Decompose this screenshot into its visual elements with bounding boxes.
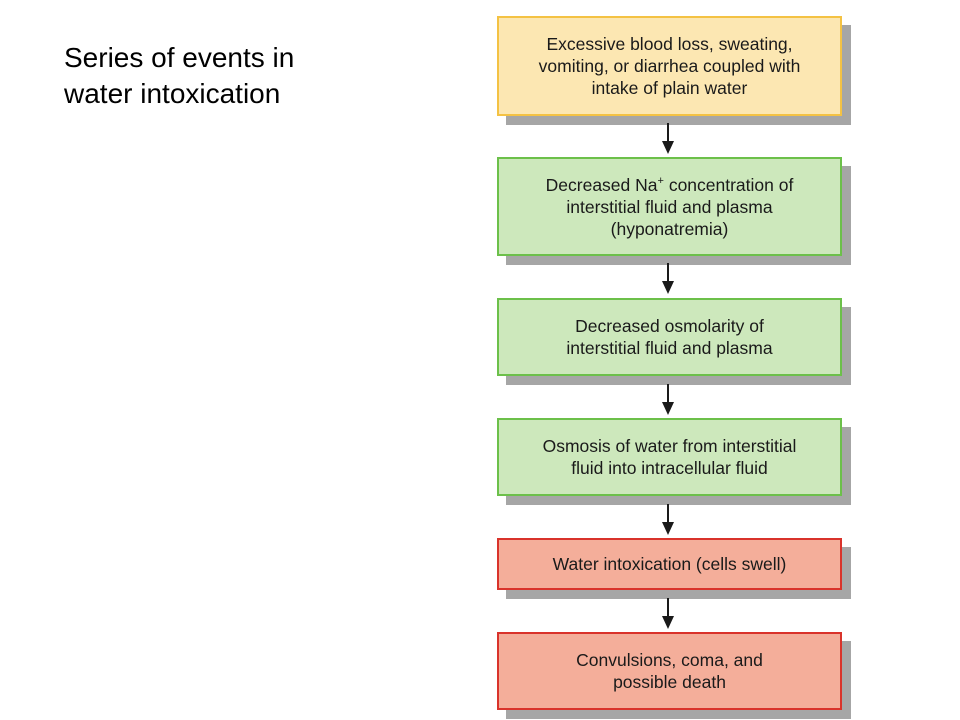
flow-step-osmolarity-text: Decreased osmolarity of interstitial flu… [566, 315, 772, 359]
flow-arrow-5 [660, 598, 676, 630]
arrow-down-icon [662, 123, 674, 154]
flow-step-outcome-line-1: Convulsions, coma, and [576, 650, 763, 670]
flow-step-osmolarity: Decreased osmolarity of interstitial flu… [497, 298, 842, 376]
flow-step-osmolarity-line-1: Decreased osmolarity of [575, 316, 764, 336]
sodium-charge-superscript: + [657, 174, 664, 187]
flow-step-osmosis-line-1: Osmosis of water from interstitial [542, 436, 797, 456]
arrow-down-icon [662, 384, 674, 415]
slide-title-line-1: Series of events in [64, 42, 295, 73]
flow-step-water-intoxication-line-1: Water intoxication (cells swell) [552, 554, 787, 574]
flow-step-water-intoxication-text: Water intoxication (cells swell) [553, 553, 787, 575]
flow-step-osmolarity-line-2: interstitial fluid and plasma [566, 338, 773, 358]
arrow-down-icon [662, 598, 674, 629]
slide-title-line-2: water intoxication [64, 78, 281, 109]
flow-step-cause-text: Excessive blood loss, sweating, vomiting… [539, 33, 801, 99]
slide-title: Series of events in water intoxication [64, 40, 404, 112]
concentration-label: concentration of [663, 174, 794, 195]
flow-step-outcome-text: Convulsions, coma, and possible death [576, 649, 763, 693]
flow-step-cause-line-2: vomiting, or diarrhea coupled with [538, 56, 801, 76]
flow-arrow-4 [660, 504, 676, 536]
flow-step-water-intoxication: Water intoxication (cells swell) [497, 538, 842, 590]
arrow-down-icon [662, 504, 674, 535]
flow-step-hyponatremia-line-2: interstitial fluid and plasma [566, 196, 773, 217]
flow-step-osmosis-line-2: fluid into intracellular fluid [571, 458, 768, 478]
flow-step-osmosis: Osmosis of water from interstitial fluid… [497, 418, 842, 496]
flow-arrow-3 [660, 384, 676, 416]
flow-arrow-2 [660, 263, 676, 295]
flow-step-hyponatremia-text: Decreased Na+ concentration of interstit… [546, 174, 794, 240]
arrow-down-icon [662, 263, 674, 294]
flow-step-outcome: Convulsions, coma, and possible death [497, 632, 842, 710]
flow-step-hyponatremia: Decreased Na+ concentration of interstit… [497, 157, 842, 256]
flow-arrow-1 [660, 123, 676, 155]
flow-step-hyponatremia-line-3: (hyponatremia) [610, 218, 729, 239]
flow-step-hyponatremia-line-1: Decreased Na+ concentration of [546, 174, 794, 196]
flow-step-cause: Excessive blood loss, sweating, vomiting… [497, 16, 842, 116]
flow-step-osmosis-text: Osmosis of water from interstitial fluid… [543, 435, 797, 479]
sodium-label: Decreased Na [545, 174, 658, 195]
flow-step-cause-line-1: Excessive blood loss, sweating, [546, 34, 793, 54]
flow-step-outcome-line-2: possible death [613, 672, 726, 692]
flow-step-cause-line-3: intake of plain water [591, 78, 748, 98]
